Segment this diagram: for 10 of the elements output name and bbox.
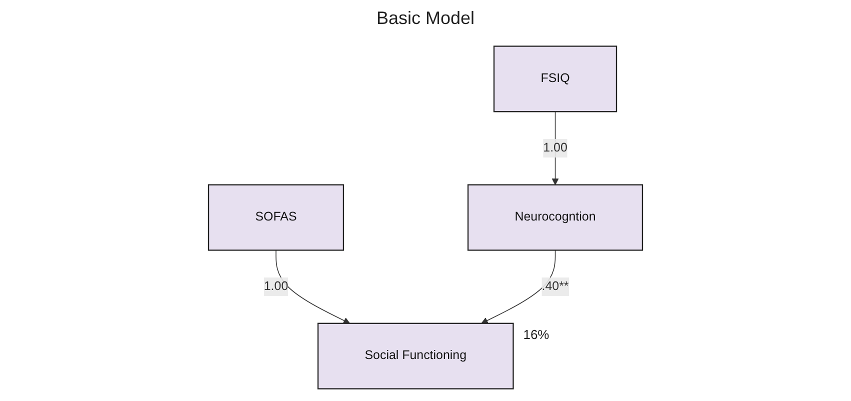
node-box: Social Functioning	[317, 322, 514, 390]
node-box: FSIQ	[493, 46, 618, 112]
node-box: Neurocogntion	[467, 184, 644, 251]
edge-label: 1.00	[543, 141, 568, 154]
edge-label: .40**	[542, 280, 569, 294]
diagram-title: Basic Model	[375, 8, 476, 29]
node-annotation: 16%	[523, 327, 550, 342]
node-box: SOFAS	[208, 184, 344, 251]
arrow	[276, 250, 350, 324]
edge-label: 1.00	[264, 280, 288, 294]
